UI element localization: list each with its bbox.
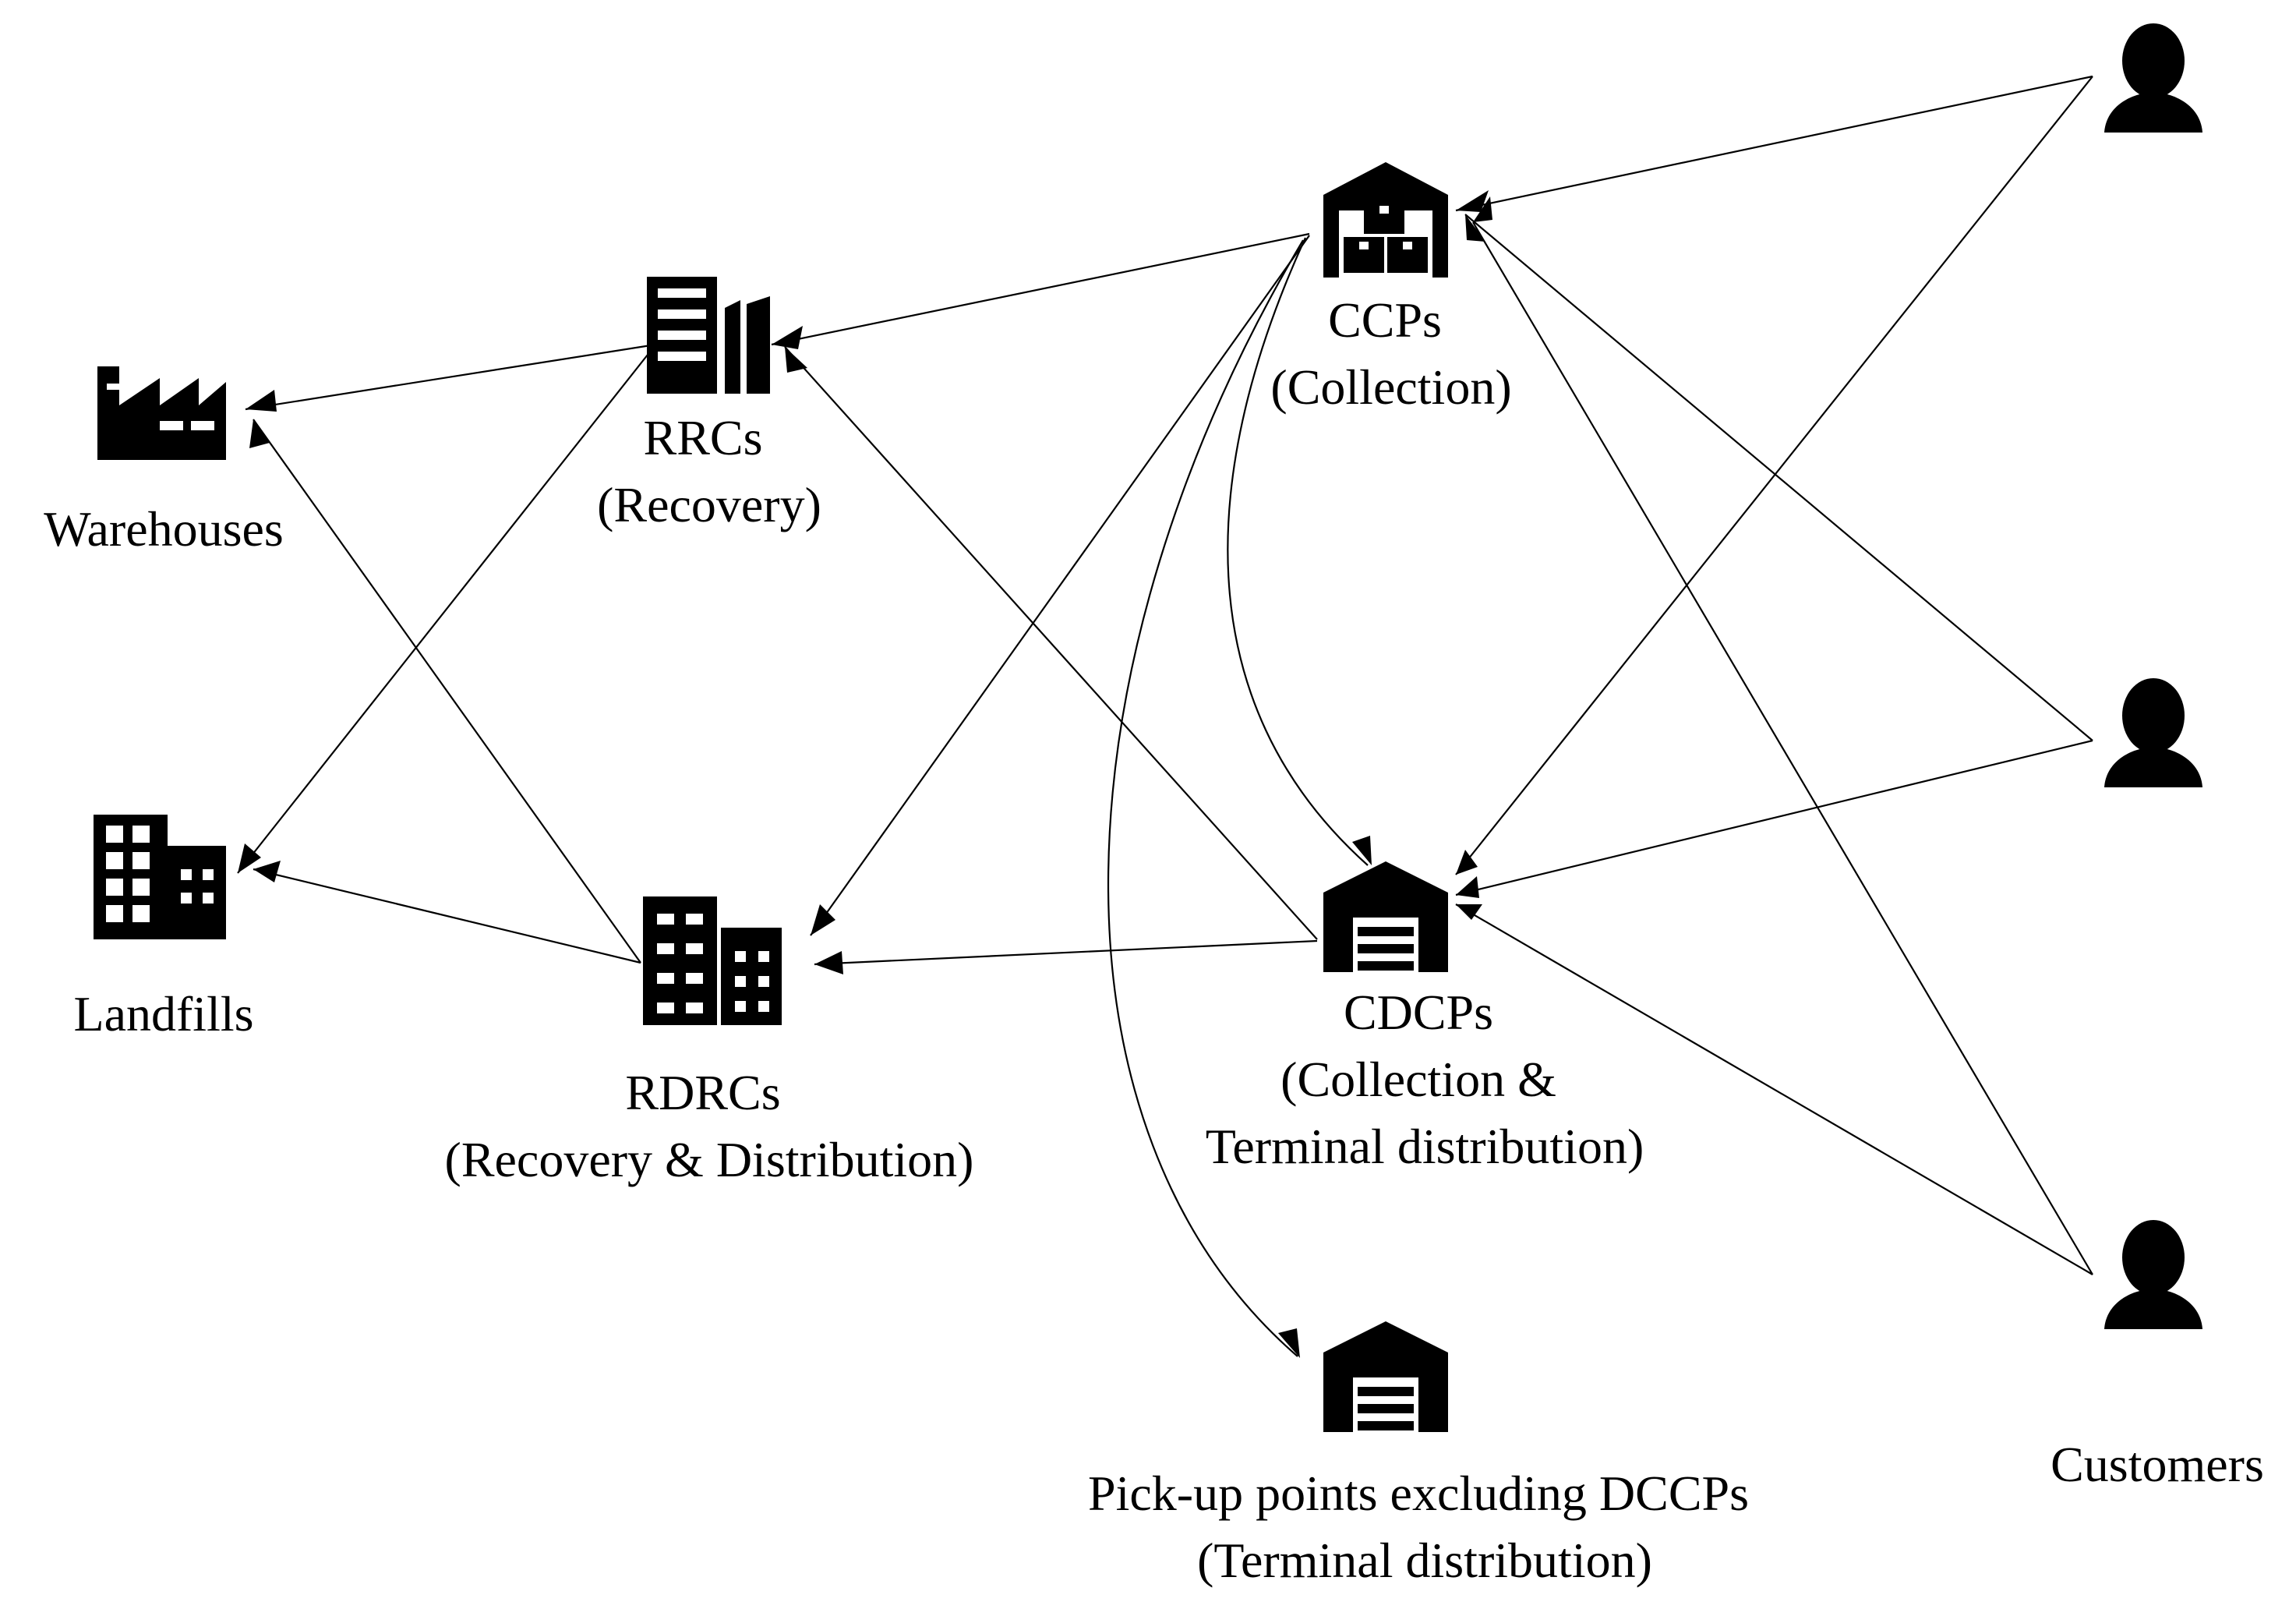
person-icon	[2104, 1220, 2202, 1329]
edge-ccps-to-rdrcs	[810, 235, 1310, 936]
edge-rrcs-to-landfills	[237, 350, 652, 874]
edge-ccps-to-cdcps	[1227, 237, 1369, 866]
edge-rdrcs-to-landfills	[253, 868, 641, 964]
edge-customer1-to-cdcps	[1455, 76, 2093, 875]
warehouse-garage-icon	[1323, 861, 1448, 972]
apartment-building-icon	[643, 896, 782, 1025]
arrowhead-into-ccps-1	[1456, 190, 1489, 212]
arrowhead-into-ccps-3	[1473, 196, 1492, 222]
arrowhead-into-warehouses-2	[249, 419, 270, 448]
cdcps-label-line-1: CDCPs	[1344, 985, 1493, 1040]
customers-label: Customers	[2051, 1437, 2264, 1492]
customers-label-line-1: Customers	[2051, 1437, 2264, 1492]
rrcs-label: RRCs (Recovery)	[597, 410, 821, 532]
arrowhead-into-rrcs-1	[772, 326, 803, 349]
rrcs-label-line-2: (Recovery)	[597, 477, 821, 532]
office-building-icon	[94, 815, 226, 939]
ccps-label-line-1: CCPs	[1328, 292, 1442, 348]
arrowhead-into-cdcps-4	[1352, 836, 1372, 865]
pickup-label: Pick-up points excluding DCCPs (Terminal…	[1088, 1466, 1761, 1588]
warehouse-garage-icon	[1323, 1321, 1448, 1432]
arrowhead-into-pickup	[1278, 1328, 1300, 1358]
warehouses-label-line-1: Warehouses	[44, 501, 284, 557]
edge-ccps-to-pickup	[1107, 239, 1304, 1357]
rdrcs-label: RDRCs (Recovery & Distribution)	[445, 1065, 974, 1187]
arrowhead-into-landfills-2	[253, 861, 281, 882]
edge-cdcps-to-rrcs	[784, 346, 1318, 940]
edge-customer3-to-ccps	[1472, 221, 2093, 1275]
edge-customer1-to-ccps	[1455, 75, 2093, 212]
arrowhead-into-ccps-2	[1465, 214, 1485, 242]
cdcps-label: CDCPs (Collection & Terminal distributio…	[1206, 985, 1644, 1174]
cdcps-label-line-3: Terminal distribution)	[1206, 1119, 1644, 1174]
arrowhead-into-rrcs-2	[785, 347, 807, 373]
ccps-label: CCPs (Collection)	[1270, 292, 1511, 415]
tall-building-icon	[647, 277, 770, 394]
node-landfills: Landfills	[73, 815, 254, 1041]
edges	[237, 75, 2093, 1357]
node-rdrcs: RDRCs (Recovery & Distribution)	[445, 896, 974, 1187]
arrowhead-into-cdcps-2	[1456, 876, 1479, 898]
rdrcs-label-line-2: (Recovery & Distribution)	[445, 1132, 974, 1187]
node-ccps: CCPs (Collection)	[1270, 162, 1512, 415]
node-cdcps: CDCPs (Collection & Terminal distributio…	[1206, 861, 1644, 1174]
edge-customer2-to-cdcps	[1455, 739, 2093, 896]
node-rrcs: RRCs (Recovery)	[597, 277, 821, 532]
person-icon	[2104, 678, 2202, 787]
arrowhead-into-rdrcs-2	[814, 951, 843, 974]
edge-rdrcs-to-warehouses	[253, 419, 641, 964]
landfills-label: Landfills	[73, 986, 253, 1041]
edge-customer3-to-cdcps	[1455, 904, 2093, 1275]
arrowhead-into-cdcps-1	[1456, 850, 1478, 875]
node-customers: Customers	[2051, 23, 2264, 1492]
factory-icon	[97, 366, 226, 460]
arrowhead-into-cdcps-3	[1456, 904, 1482, 920]
arrowheads	[238, 190, 1492, 1358]
edge-cdcps-to-rdrcs	[814, 939, 1318, 966]
pickup-label-line-2: (Terminal distribution)	[1197, 1533, 1652, 1588]
edge-rrcs-to-warehouses	[245, 344, 652, 411]
node-pickup-points: Pick-up points excluding DCCPs (Terminal…	[1088, 1321, 1761, 1588]
rdrcs-label-line-1: RDRCs	[625, 1065, 780, 1120]
arrowhead-into-warehouses-1	[245, 390, 277, 412]
arrowhead-into-rdrcs-1	[811, 904, 835, 935]
edge-ccps-to-rrcs	[771, 232, 1310, 346]
cdcps-label-line-2: (Collection &	[1280, 1052, 1556, 1107]
person-icon	[2104, 23, 2202, 133]
pickup-label-line-1: Pick-up points excluding DCCPs	[1088, 1466, 1749, 1521]
rrcs-label-line-1: RRCs	[644, 410, 763, 465]
node-warehouses: Warehouses	[44, 366, 284, 557]
landfills-label-line-1: Landfills	[73, 986, 253, 1041]
edge-customer2-to-ccps	[1464, 214, 2093, 741]
ccps-label-line-2: (Collection)	[1270, 359, 1511, 415]
arrowhead-into-landfills-1	[238, 843, 261, 873]
warehouse-boxes-icon	[1323, 162, 1448, 278]
warehouses-label: Warehouses	[44, 501, 284, 557]
